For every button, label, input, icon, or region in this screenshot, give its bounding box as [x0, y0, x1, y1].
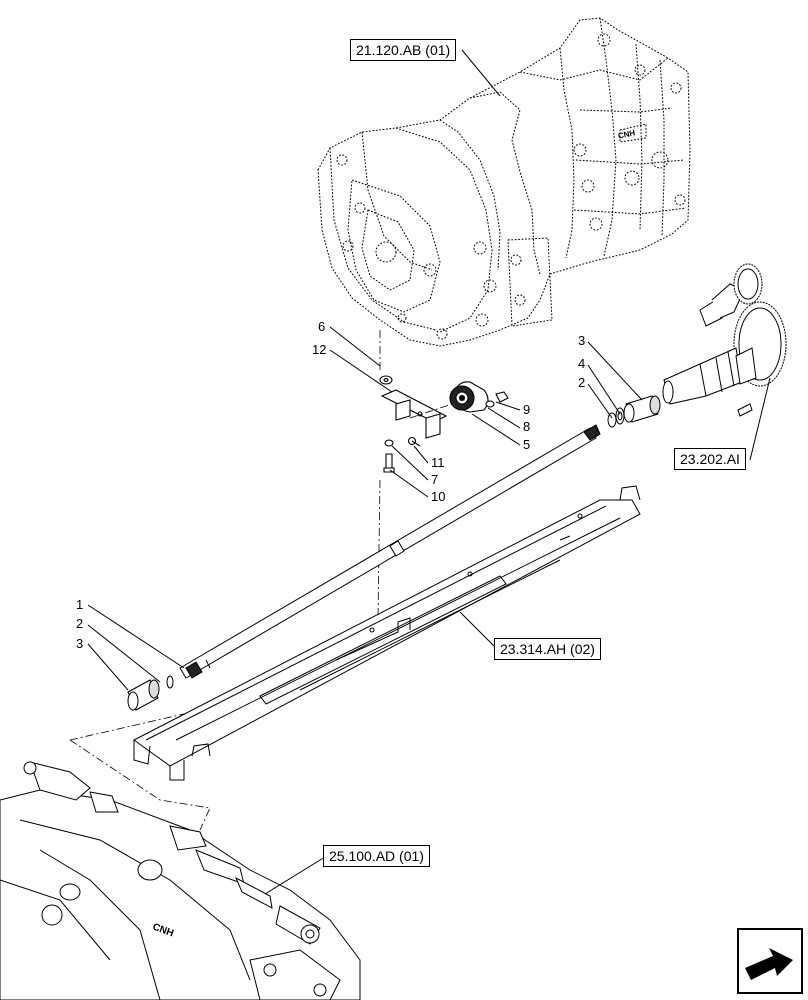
callout-6: 6	[318, 319, 326, 334]
callout-8: 8	[523, 419, 531, 434]
callout-7: 7	[431, 472, 439, 487]
ref-gearbox-housing[interactable]: 21.120.AB (01)	[350, 39, 457, 61]
callout-9: 9	[523, 402, 531, 417]
gear-assembly	[662, 263, 787, 417]
callout-11: 11	[431, 455, 445, 470]
ref-front-axle[interactable]: 25.100.AD (01)	[323, 845, 430, 867]
alignment-lines	[69, 330, 453, 831]
front-axle-assembly	[0, 761, 361, 1000]
frame-guard	[133, 485, 641, 781]
gearbox-housing	[317, 17, 691, 347]
callout-1: 1	[76, 597, 84, 612]
callout-2-bottom: 2	[76, 616, 84, 631]
callout-4-top: 4	[578, 356, 586, 371]
callout-2-top: 2	[578, 375, 586, 390]
left-sleeve	[127, 675, 174, 711]
drive-shaft	[179, 424, 601, 679]
callout-5: 5	[523, 437, 531, 452]
ref-frame-guard[interactable]: 23.314.AH (02)	[494, 638, 601, 660]
callout-3-bottom: 3	[76, 636, 84, 651]
next-page-arrow-icon[interactable]	[737, 928, 803, 994]
ref-gear-assembly[interactable]: 23.202.AI	[674, 448, 746, 470]
bracket-assembly	[379, 375, 509, 473]
callout-12: 12	[312, 342, 327, 357]
right-sleeve	[607, 395, 661, 428]
leader-lines	[87, 49, 771, 895]
callout-10: 10	[431, 489, 446, 504]
callout-3-top: 3	[578, 333, 586, 348]
